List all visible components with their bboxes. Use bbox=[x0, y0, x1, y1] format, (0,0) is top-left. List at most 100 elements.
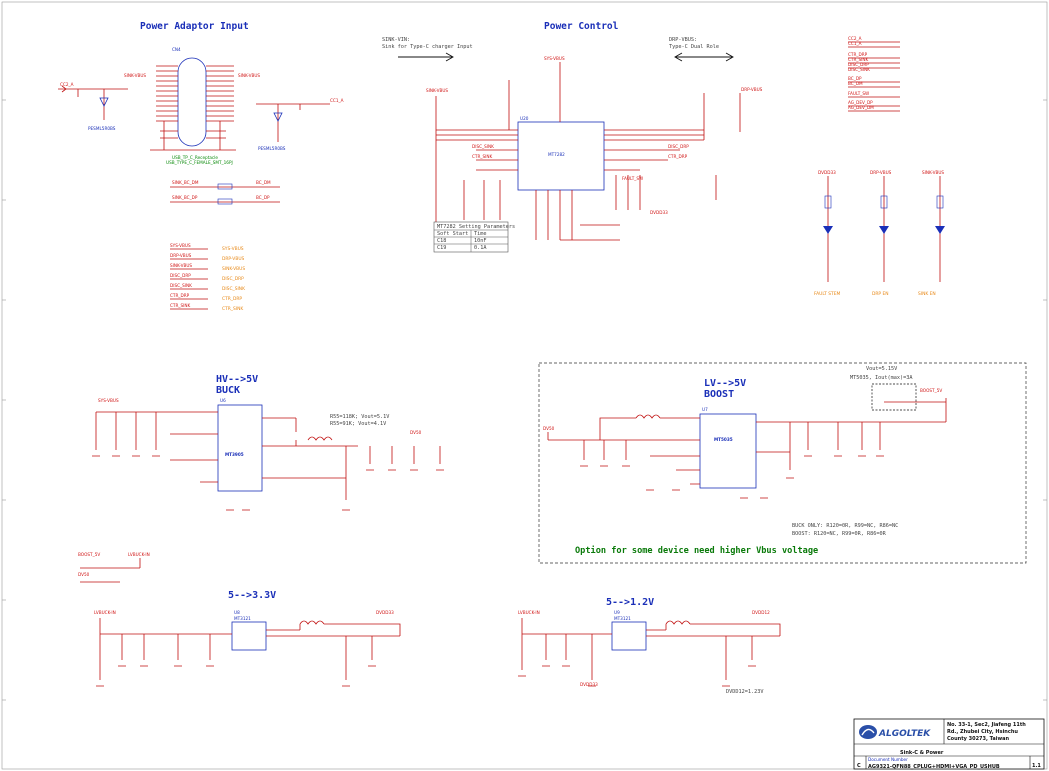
led-fault-icon bbox=[823, 226, 833, 234]
net-ctr-drp-ctrl: CTR_DRP bbox=[668, 154, 688, 159]
net-dvdd33-reg: DVDD33 bbox=[376, 610, 394, 615]
net-list-fault-sw: FAULT_SW bbox=[848, 91, 869, 96]
table-cell: Time bbox=[474, 231, 487, 237]
u20-part: MT7282 bbox=[548, 152, 565, 157]
note-sink-vin-2: Sink for Type-C charger Input bbox=[382, 44, 473, 50]
led-drp-icon bbox=[879, 226, 889, 234]
boost-option-box bbox=[538, 362, 1027, 564]
net-dv50-link: DV50 bbox=[78, 572, 90, 577]
led-sink-icon bbox=[935, 226, 945, 234]
net-list-cc1-a: CC1_A bbox=[848, 41, 862, 46]
usb-c-receptacle bbox=[177, 57, 207, 147]
port-out-sink-vbus: SINK-VBUS bbox=[222, 266, 245, 272]
net-list-bc-dp: BC_DP bbox=[848, 76, 862, 81]
u9-part: MT3121 bbox=[614, 616, 631, 621]
u7-part: MT5035 bbox=[714, 437, 733, 442]
u8-part: MT3121 bbox=[234, 616, 251, 621]
cc2-protection: CC2_A PESML5R0BS bbox=[58, 82, 128, 131]
boost-block: U7 MT5035 bbox=[547, 398, 947, 499]
note-buck-r2: R55=91K; Vout=4.1V bbox=[330, 421, 386, 427]
company-address-2: Rd., Zhubei City, Hsinchu bbox=[947, 729, 1018, 735]
note-buck-r1: R55=118K; Vout=5.1V bbox=[330, 414, 389, 420]
mt7282-block: U20 MT7282 bbox=[435, 62, 741, 241]
port-drp-vbus: DRP-VBUS bbox=[170, 253, 192, 258]
net-cc1-a: CC1_A bbox=[330, 98, 344, 103]
company-address-3: County 30273, Taiwan bbox=[947, 736, 1009, 742]
u7-ref: U7 bbox=[702, 407, 708, 412]
net-list-cc2-a: CC2_A bbox=[848, 36, 862, 41]
pesd-part-right: PESML5R0BS bbox=[258, 146, 286, 151]
port-disc-sink: DISC_SINK bbox=[170, 283, 192, 288]
label-drp-en: DRP EN bbox=[872, 291, 889, 297]
u7-chip bbox=[699, 413, 757, 489]
reg12-block: U9 MT3121 bbox=[518, 610, 781, 687]
port-disc-drp: DISC_DRP bbox=[170, 273, 191, 278]
cn4-ref: CN4 bbox=[172, 47, 181, 52]
u9-ref: U9 bbox=[614, 610, 620, 615]
table-cell: 0.1A bbox=[474, 245, 487, 251]
net-dvdd33-ctrl: DVDD33 bbox=[650, 210, 668, 215]
port-out-drp-vbus: DRP-VBUS bbox=[222, 256, 245, 262]
section-subtitle-buck: BUCK bbox=[216, 385, 240, 396]
port-out-disc-drp: DISC_DRP bbox=[222, 276, 244, 282]
company-address-1: No. 33-1, Sec2, Jiafeng 11th bbox=[947, 722, 1026, 728]
led-net-sink-vbus: SINK-VBUS bbox=[922, 170, 944, 175]
boost-lvbuck-link: BOOST_5V LVBUCK-IN DV50 bbox=[78, 552, 150, 583]
u20-ref: U20 bbox=[520, 116, 529, 121]
bc-routing: SINK_BC_DM SINK_BC_DP BC_DM BC_DP bbox=[170, 180, 280, 205]
port-ctr-drp: CTR_DRP bbox=[170, 293, 190, 298]
net-cc2-a: CC2_A bbox=[60, 82, 74, 87]
note-boost-iout: MT5035, Iout(max)=3A bbox=[850, 375, 913, 381]
table-title: MT7282 Setting Parameters bbox=[437, 224, 515, 230]
sheet-title: Sink-C & Power bbox=[900, 750, 944, 756]
section-subtitle-boost: BOOST bbox=[704, 389, 734, 400]
u6-ref: U6 bbox=[220, 398, 226, 403]
note-drp-vbus-1: DRP-VBUS: bbox=[669, 37, 697, 43]
port-out-disc-sink: DISC_SINK bbox=[222, 286, 245, 292]
section-title-reg-33: 5-->3.3V bbox=[228, 590, 276, 601]
reg33-block: U8 MT3121 bbox=[96, 610, 401, 687]
u20-chip bbox=[517, 121, 605, 191]
u6-part: MT3905 bbox=[225, 452, 244, 457]
led-net-dvdd33: DVDD33 bbox=[818, 170, 836, 175]
net-dvdd33-fb: DVDD33 bbox=[580, 682, 598, 687]
net-lvbuck-in-33: LVBUCK-IN bbox=[94, 610, 116, 615]
net-boost-5v-out: BOOST_5V bbox=[920, 388, 942, 393]
usb-c-connector-block: CN4 USB_TP_C_Receptacle USB_TYPE_C_FEMAL… bbox=[150, 47, 236, 165]
net-sys-vbus-buck: SYS-VBUS bbox=[98, 398, 119, 403]
buck-block: U6 MT3905 bbox=[92, 398, 444, 511]
section-title-power-control: Power Control bbox=[544, 21, 619, 32]
port-sys-vbus: SYS-VBUS bbox=[170, 243, 191, 248]
net-dv50-buck: DV50 bbox=[410, 430, 422, 435]
doc-number-label: Document Number bbox=[868, 757, 908, 762]
company-logo-text: ALGOLTEK bbox=[878, 729, 931, 739]
label-sink-en: SINK EN bbox=[918, 291, 936, 297]
arrow-dual-role bbox=[674, 52, 734, 62]
section-title-lv-boost: LV-->5V bbox=[704, 378, 746, 389]
net-list-disc-drp: DISC_DRP bbox=[848, 62, 869, 67]
port-out-sys-vbus: SYS-VBUS bbox=[222, 246, 244, 252]
net-dvdd12-reg: DVDD12 bbox=[752, 610, 770, 615]
section-title-hv-buck: HV-->5V bbox=[216, 374, 258, 385]
led-net-drp-vbus: DRP-VBUS bbox=[870, 170, 892, 175]
net-dv50-boost: DV50 bbox=[543, 426, 555, 431]
net-sink-bc-dp: SINK_BC_DP bbox=[172, 195, 198, 200]
table-cell: Soft Start bbox=[437, 231, 468, 237]
note-drp-vbus-2: Type-C Dual Role bbox=[669, 44, 719, 50]
table-cell: C19 bbox=[437, 245, 446, 251]
label-fault: FAULT STEM bbox=[814, 291, 840, 297]
net-boost-5v: BOOST_5V bbox=[78, 552, 100, 557]
note-option: Option for some device need higher Vbus … bbox=[575, 545, 818, 556]
net-list-disc-sink: DISC_SINK bbox=[848, 67, 870, 72]
net-lvbuck-in: LVBUCK-IN bbox=[128, 552, 150, 557]
net-sink-vbus-left: SINK-VBUS bbox=[124, 73, 146, 78]
net-port-list: SYS-VBUS DRP-VBUS SINK-VBUS DISC_DRP DIS… bbox=[170, 243, 245, 312]
cn4-package: USB_TYPE_C_FEMALE_SMT_16PJ bbox=[166, 160, 233, 165]
section-title-power-adaptor: Power Adaptor Input bbox=[140, 21, 249, 32]
doc-number: AG9321-QFN88_CPLUG+HDMI+VGA_PD_USHUB bbox=[868, 764, 1000, 770]
net-bc-dm: BC_DM bbox=[256, 180, 271, 185]
net-drp-vbus-ctrl: DRP-VBUS bbox=[741, 87, 763, 92]
r120-box bbox=[871, 383, 917, 411]
